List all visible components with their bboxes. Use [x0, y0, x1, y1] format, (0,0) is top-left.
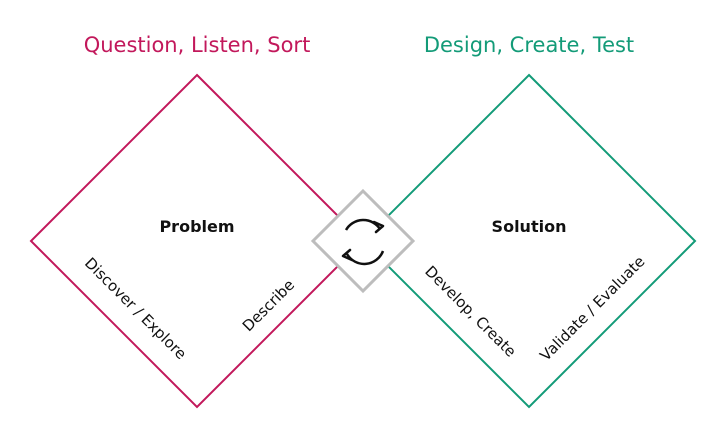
left-heading: Question, Listen, Sort	[84, 33, 311, 57]
connector-diamond	[310, 188, 416, 294]
solution-title: Solution	[492, 217, 567, 236]
problem-title: Problem	[159, 217, 234, 236]
cycle-icon	[341, 218, 385, 266]
solution-validate-label: Validate / Evaluate	[536, 252, 648, 364]
problem-describe-label: Describe	[239, 276, 298, 335]
problem-diamond	[29, 73, 365, 409]
solution-develop-label: Develop, Create	[421, 262, 519, 360]
solution-diamond	[361, 73, 697, 409]
right-heading: Design, Create, Test	[424, 33, 634, 57]
